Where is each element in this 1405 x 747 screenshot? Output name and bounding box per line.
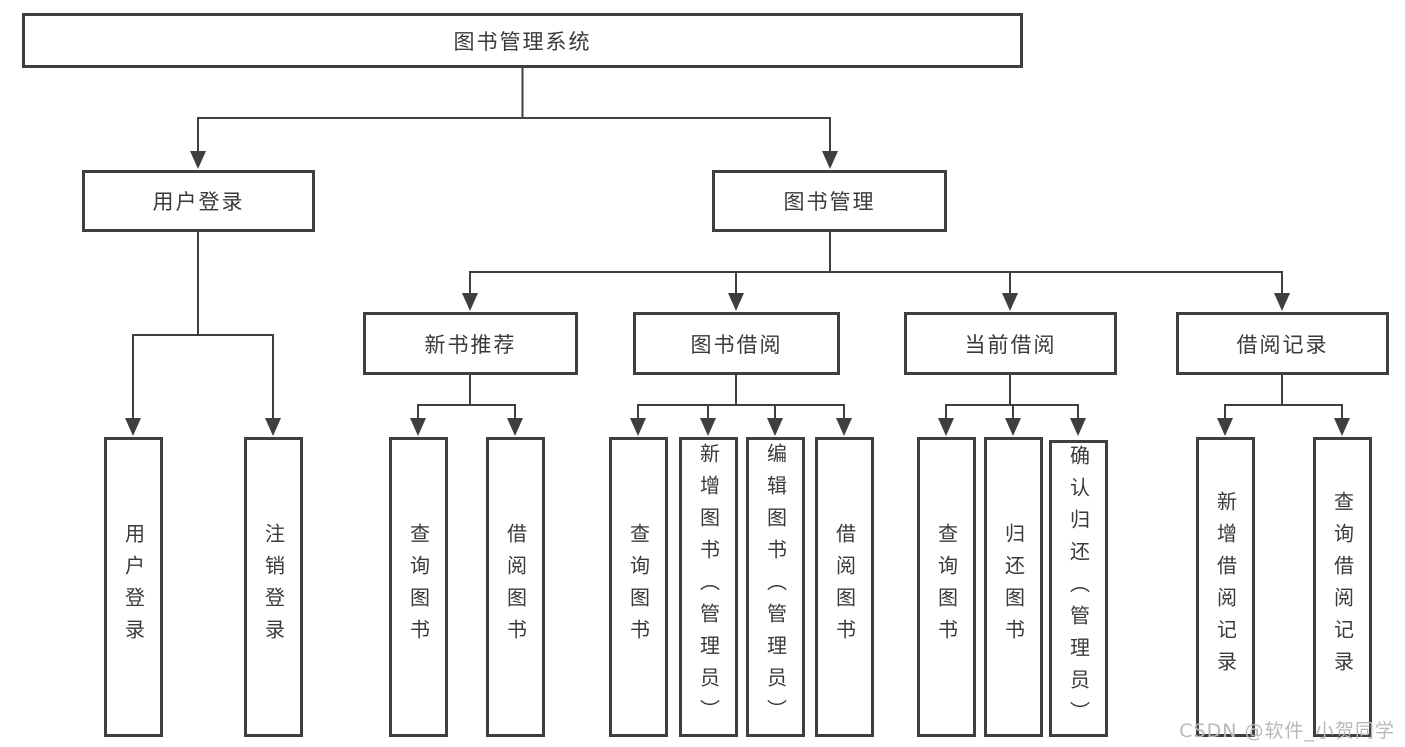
csdn-watermark: CSDN @软件_小贺同学 [1179, 720, 1395, 742]
node-borrowing-records: 借阅记录 [1176, 312, 1389, 375]
node-book-borrowing-label: 图书借阅 [690, 332, 783, 357]
leaf-logout: 注销登录 [244, 437, 303, 737]
leaf-bb-query-books: 查询图书 [609, 437, 668, 737]
node-user-login: 用户登录 [82, 170, 315, 232]
leaf-cb-confirm-return-admin: 确认归还（管理员） [1049, 440, 1108, 737]
leaf-cb-confirm-return-admin-label: 确认归还（管理员） [1066, 444, 1091, 733]
leaf-cb-return-books: 归还图书 [984, 437, 1043, 737]
leaf-bb-query-books-label: 查询图书 [626, 523, 651, 651]
leaf-bb-edit-books-admin-label: 编辑图书（管理员） [763, 443, 788, 731]
node-current-borrowing: 当前借阅 [904, 312, 1117, 375]
leaf-bb-borrow-books-label: 借阅图书 [832, 523, 857, 651]
node-user-login-label: 用户登录 [152, 190, 245, 214]
leaf-user-login: 用户登录 [104, 437, 163, 737]
leaf-br-query-record: 查询借阅记录 [1313, 437, 1372, 737]
leaf-rec-query-books-label: 查询图书 [406, 523, 431, 651]
leaf-br-add-record-label: 新增借阅记录 [1213, 491, 1238, 683]
leaf-cb-return-books-label: 归还图书 [1001, 523, 1026, 651]
node-borrowing-records-label: 借阅记录 [1236, 332, 1329, 357]
leaf-br-query-record-label: 查询借阅记录 [1330, 491, 1355, 683]
leaf-cb-query-books-label: 查询图书 [934, 523, 959, 651]
node-library-management-system: 图书管理系统 [22, 13, 1023, 68]
node-new-book-recommendation: 新书推荐 [363, 312, 578, 375]
leaf-bb-borrow-books: 借阅图书 [815, 437, 874, 737]
leaf-user-login-label: 用户登录 [121, 523, 146, 651]
leaf-br-add-record: 新增借阅记录 [1196, 437, 1255, 737]
leaf-rec-borrow-books: 借阅图书 [486, 437, 545, 737]
leaf-cb-query-books: 查询图书 [917, 437, 976, 737]
node-new-book-recommendation-label: 新书推荐 [424, 332, 517, 357]
node-book-management-label: 图书管理 [783, 190, 876, 214]
leaf-logout-label: 注销登录 [261, 523, 286, 651]
leaf-bb-add-books-admin: 新增图书（管理员） [679, 437, 738, 737]
node-book-management: 图书管理 [712, 170, 947, 232]
node-library-management-system-label: 图书管理系统 [453, 29, 592, 54]
node-book-borrowing: 图书借阅 [633, 312, 840, 375]
leaf-bb-edit-books-admin: 编辑图书（管理员） [746, 437, 805, 737]
node-current-borrowing-label: 当前借阅 [964, 332, 1057, 357]
leaf-rec-query-books: 查询图书 [389, 437, 448, 737]
leaf-bb-add-books-admin-label: 新增图书（管理员） [696, 443, 721, 731]
leaf-rec-borrow-books-label: 借阅图书 [503, 523, 528, 651]
